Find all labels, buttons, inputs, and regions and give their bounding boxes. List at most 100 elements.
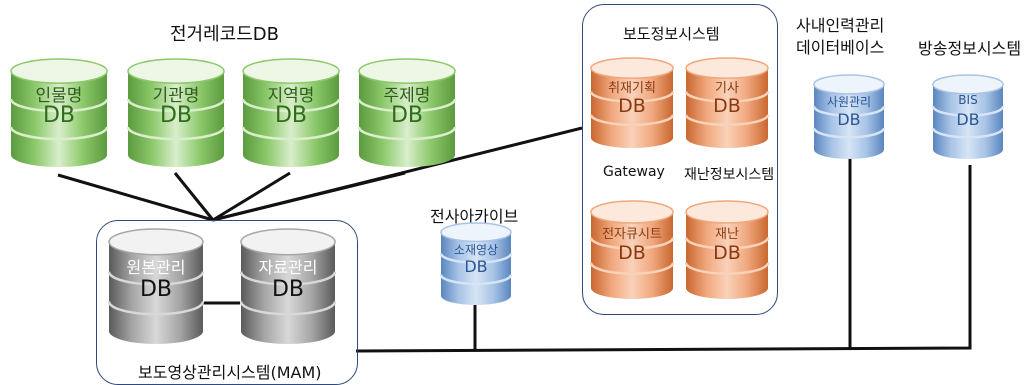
- cylinder-shape: [240, 228, 336, 344]
- cylinder-band: [685, 114, 769, 126]
- news-info-box: [582, 4, 778, 315]
- cylinder-band: [685, 237, 769, 250]
- cylinder-shape: [590, 57, 674, 148]
- db-text-label: DB: [159, 103, 193, 129]
- cylinder-cap: [440, 222, 512, 243]
- cylinder-body: [933, 84, 1003, 159]
- cylinder-shape: [932, 74, 1004, 159]
- cylinder-body: [591, 212, 673, 299]
- cylinder-band: [590, 237, 674, 250]
- db-text-label: DB: [42, 103, 76, 129]
- cylinder-band: [590, 91, 674, 103]
- cylinder-cap: [590, 200, 674, 224]
- cylinder-body: [686, 212, 768, 299]
- record-db-title: 전거레코드DB: [170, 24, 280, 45]
- cylinder-body: [814, 84, 884, 159]
- cylinder-shape: [108, 228, 204, 344]
- gateway-label: Gateway: [603, 164, 665, 180]
- cylinder-cap: [10, 58, 108, 84]
- cylinder-shape: [685, 57, 769, 148]
- hr-title: 사내인력관리 데이터베이스: [796, 16, 885, 57]
- cylinder-cap: [242, 58, 340, 84]
- cylinder-band: [590, 262, 674, 275]
- db-name-label: 소재영상: [453, 242, 499, 257]
- disaster-system-label: 재난정보시스템: [684, 167, 775, 183]
- line-org: [173, 172, 215, 221]
- db-name-label: 주제명: [383, 86, 431, 107]
- line-news-gateway: [212, 126, 583, 222]
- cylinder-band: [242, 98, 340, 113]
- db-name-label: 재난: [715, 226, 739, 242]
- db-text-label: DB: [713, 241, 741, 264]
- archive-title: 전사아카이브: [430, 207, 519, 226]
- cylinder-body: [128, 71, 224, 167]
- db-name-label: BIS: [958, 93, 978, 108]
- cylinder-band: [685, 91, 769, 103]
- db-name-label: 취재기획: [608, 81, 656, 97]
- db-name-label: 전자큐시트: [602, 226, 662, 242]
- db-name-label: 기사: [715, 81, 739, 97]
- cylinder-band: [108, 271, 204, 286]
- cylinder-shape: [358, 58, 456, 167]
- cylinder-band: [440, 274, 512, 286]
- cylinder-band: [813, 105, 885, 117]
- cylinder-band: [10, 98, 108, 113]
- cylinder-cap: [590, 57, 674, 79]
- cylinder-band: [108, 301, 204, 316]
- db-text-label: DB: [139, 277, 173, 303]
- db-bis: BIS DB: [932, 74, 1004, 160]
- cylinder-band: [685, 262, 769, 275]
- cylinder-shape: [127, 58, 225, 167]
- cylinder-body: [441, 232, 511, 305]
- cylinder-band: [242, 126, 340, 141]
- cylinder-band: [358, 98, 456, 113]
- cylinder-cap: [685, 57, 769, 79]
- cylinder-band: [932, 127, 1004, 139]
- line-bus: [355, 165, 972, 353]
- cylinder-cap: [932, 74, 1004, 95]
- cylinder-band: [10, 126, 108, 141]
- cylinder-cap: [108, 228, 204, 256]
- db-text-label: DB: [464, 257, 488, 277]
- cylinder-shape: [685, 200, 769, 299]
- cylinder-shape: [10, 58, 108, 167]
- db-text-label: DB: [956, 110, 980, 130]
- db-text-label: DB: [618, 94, 646, 117]
- cylinder-body: [241, 241, 335, 344]
- cylinder-band: [358, 126, 456, 141]
- cylinder-band: [813, 127, 885, 139]
- cylinder-shape: [590, 200, 674, 299]
- cylinder-body: [686, 68, 768, 148]
- db-name-label: 원본관리: [126, 258, 186, 278]
- cylinder-shape: [242, 58, 340, 167]
- cylinder-cap: [127, 58, 225, 84]
- cylinder-cap: [685, 200, 769, 224]
- db-name-label: 자료관리: [258, 258, 318, 278]
- db-name-label: 사원관리: [826, 95, 872, 110]
- cylinder-body: [109, 241, 203, 344]
- cylinder-cap: [358, 58, 456, 84]
- db-name-label: 지역명: [267, 86, 315, 107]
- cylinder-body: [359, 71, 455, 167]
- cylinder-band: [240, 301, 336, 316]
- cylinder-shape: [813, 74, 885, 159]
- cylinder-body: [591, 68, 673, 148]
- mam-title: 보도영상관리시스템(MAM): [138, 363, 322, 382]
- cylinder-cap: [240, 228, 336, 256]
- cylinder-band: [127, 126, 225, 141]
- cylinder-band: [240, 271, 336, 286]
- cylinder-cap: [813, 74, 885, 95]
- news-info-title: 보도정보시스템: [623, 25, 720, 43]
- db-name-label: 기관명: [152, 86, 200, 107]
- cylinder-body: [11, 71, 107, 167]
- line-region: [212, 171, 291, 222]
- db-text-label: DB: [271, 277, 305, 303]
